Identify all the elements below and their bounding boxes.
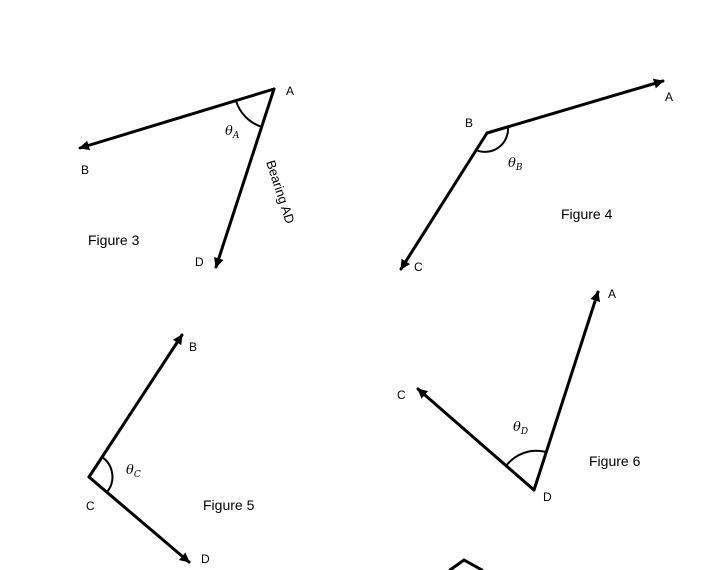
angle-arc-fig5 bbox=[101, 456, 114, 493]
angle-arc-fig6 bbox=[505, 449, 547, 467]
point-b-label-fig4: B bbox=[465, 116, 473, 130]
figure-4-caption: Figure 4 bbox=[561, 206, 613, 222]
angle-arc-fig3 bbox=[235, 100, 263, 128]
vector-cb-fig5 bbox=[87, 333, 184, 479]
figure-5: B C D θC Figure 5 bbox=[86, 333, 255, 566]
vector-da-fig6 bbox=[532, 290, 600, 492]
point-d-label-fig3: D bbox=[195, 255, 204, 269]
bearing-ad-label: Bearing AD bbox=[263, 158, 298, 225]
vector-ab-fig3 bbox=[78, 87, 276, 151]
angle-label-fig4: θB bbox=[508, 156, 523, 173]
angle-label-fig3: θA bbox=[225, 124, 240, 141]
point-d-label-fig5: D bbox=[201, 552, 210, 566]
partial-vector-bottom bbox=[448, 558, 484, 570]
point-d-label-fig6: D bbox=[543, 490, 552, 504]
point-c-label-fig5: C bbox=[86, 499, 95, 513]
figure-5-caption: Figure 5 bbox=[203, 497, 255, 513]
point-a-label-fig6: A bbox=[608, 287, 616, 301]
point-c-label-fig6: C bbox=[397, 388, 406, 402]
vector-ad-fig3 bbox=[214, 87, 276, 269]
point-a-label-fig4: A bbox=[665, 90, 673, 104]
figure-3: A B D θA Bearing AD Figure 3 bbox=[78, 84, 298, 269]
angle-label-fig6: θD bbox=[513, 420, 528, 437]
vector-bc-fig4 bbox=[399, 131, 489, 271]
point-c-label-fig4: C bbox=[414, 260, 423, 274]
figure-6-caption: Figure 6 bbox=[589, 453, 641, 469]
vector-dc-fig6 bbox=[416, 387, 536, 492]
point-b-label-fig3: B bbox=[81, 163, 89, 177]
partial-figure-bottom bbox=[448, 558, 484, 570]
angle-label-fig5: θC bbox=[126, 463, 141, 480]
point-a-label-fig3: A bbox=[286, 84, 294, 98]
vector-ba-fig4 bbox=[485, 78, 665, 135]
point-b-label-fig5: B bbox=[189, 340, 197, 354]
figure-3-caption: Figure 3 bbox=[88, 232, 140, 248]
vector-cd-fig5 bbox=[87, 475, 191, 564]
figure-6: A C D θD Figure 6 bbox=[397, 287, 641, 504]
figure-4: A B C θB Figure 4 bbox=[399, 78, 673, 274]
angle-arc-fig4 bbox=[475, 126, 510, 153]
